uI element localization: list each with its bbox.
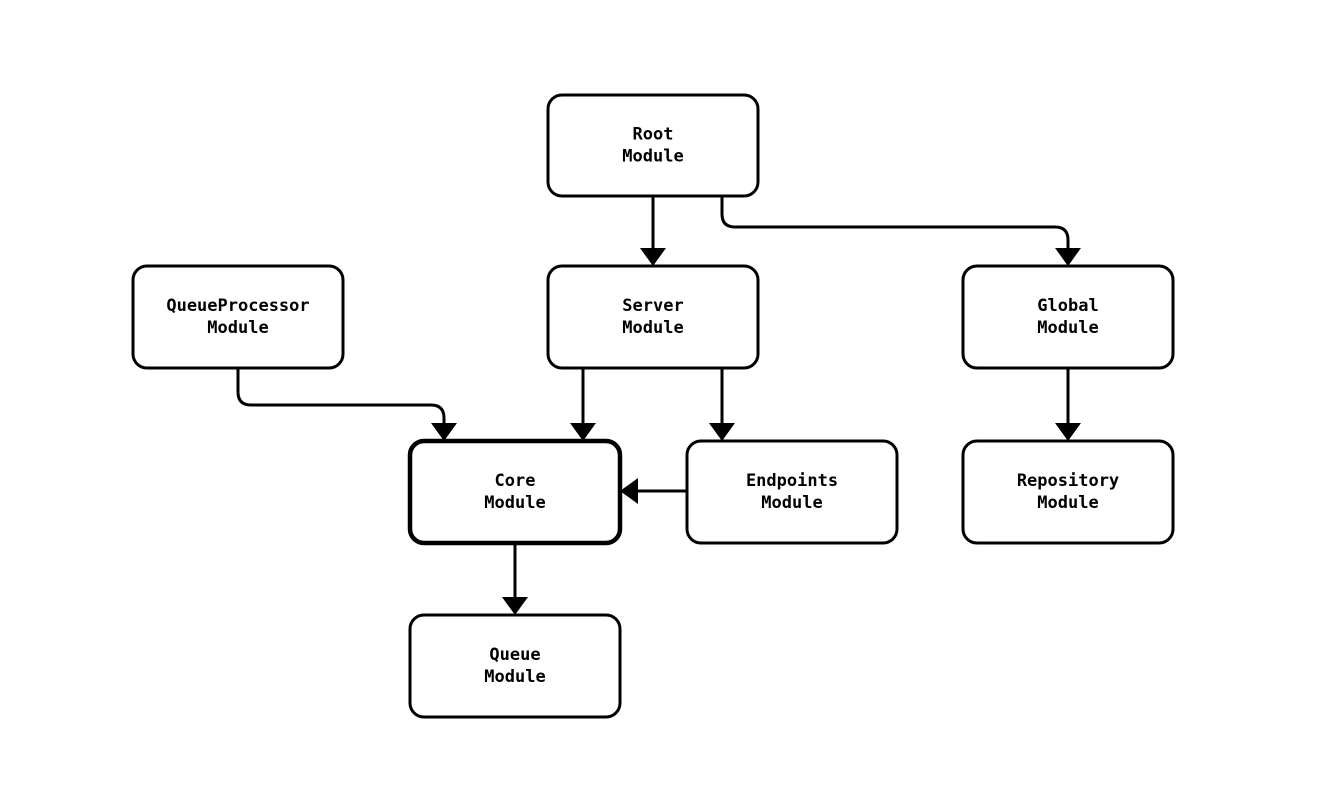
- root-module-node-label-line2: Module: [622, 147, 683, 167]
- repository-module-node-box[interactable]: [961, 439, 1175, 545]
- server-module-node-box[interactable]: [546, 264, 760, 370]
- edge-global-to-repository-arrowhead-icon: [1055, 423, 1081, 441]
- edge-endpoints-to-core: [620, 478, 687, 504]
- global-module-node-box[interactable]: [961, 264, 1175, 370]
- repository-module-node-label-line1: Repository: [1017, 471, 1119, 491]
- nodes-layer: RootModuleQueueProcessorModuleServerModu…: [131, 93, 1175, 719]
- server-module-node-label-line1: Server: [622, 296, 683, 316]
- queueprocessor-module-node-box[interactable]: [131, 264, 345, 370]
- edge-server-to-core: [570, 368, 596, 441]
- edge-queueprocessor-to-core: [236, 368, 457, 441]
- root-module-node-label-line1: Root: [633, 125, 674, 145]
- queue-module-node-label-line2: Module: [484, 667, 545, 687]
- edge-root-to-global: [720, 196, 1081, 266]
- core-module-node-box[interactable]: [407, 438, 623, 546]
- queue-module-node-label-line1: Queue: [489, 645, 540, 665]
- edges-layer: [236, 196, 1081, 615]
- edge-server-to-core-arrowhead-icon: [570, 423, 596, 441]
- edge-global-to-repository: [1055, 368, 1081, 441]
- edge-server-to-endpoints: [709, 368, 735, 441]
- core-module-node-label-line1: Core: [495, 471, 536, 491]
- server-module-node-label-line2: Module: [622, 318, 683, 338]
- global-module-node-label-line2: Module: [1037, 318, 1098, 338]
- root-module-node-box[interactable]: [546, 93, 760, 198]
- queueprocessor-module-node-label-line1: QueueProcessor: [166, 296, 309, 316]
- edge-root-to-global-line: [720, 196, 1070, 250]
- edge-core-to-queue: [502, 543, 528, 615]
- endpoints-module-node-box[interactable]: [685, 439, 899, 545]
- edge-endpoints-to-core-arrowhead-icon: [620, 478, 638, 504]
- edge-root-to-server-arrowhead-icon: [640, 248, 666, 266]
- queue-module-node-box[interactable]: [408, 613, 622, 719]
- endpoints-module-node-label-line1: Endpoints: [746, 471, 838, 491]
- queueprocessor-module-node-label-line2: Module: [207, 318, 268, 338]
- edge-root-to-server: [640, 196, 666, 266]
- repository-module-node-label-line2: Module: [1037, 493, 1098, 513]
- core-module-node-label-line2: Module: [484, 493, 545, 513]
- edge-root-to-global-arrowhead-icon: [1055, 248, 1081, 266]
- global-module-node-label-line1: Global: [1037, 296, 1098, 316]
- edge-core-to-queue-arrowhead-icon: [502, 597, 528, 615]
- edge-queueprocessor-to-core-arrowhead-icon: [431, 423, 457, 441]
- edge-queueprocessor-to-core-line: [236, 368, 446, 425]
- endpoints-module-node-label-line2: Module: [761, 493, 822, 513]
- edge-server-to-endpoints-arrowhead-icon: [709, 423, 735, 441]
